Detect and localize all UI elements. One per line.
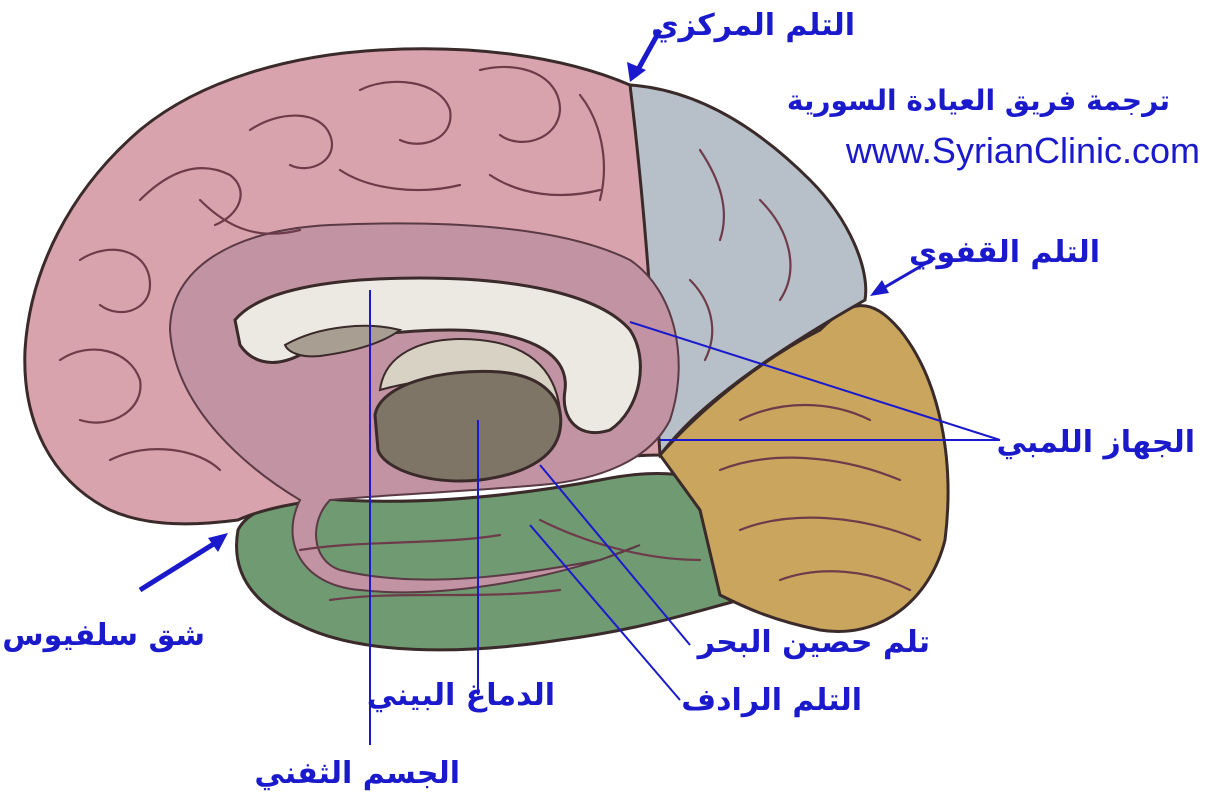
credit-url: www.SyrianClinic.com	[845, 130, 1200, 171]
diencephalon-shape	[375, 371, 561, 481]
label-central-lobe: التلم المركزي	[651, 8, 855, 43]
label-corpus-callosum: الجسم الثفني	[254, 756, 460, 791]
label-collateral-sulcus: التلم الرادف	[681, 683, 862, 718]
label-limbic-system: الجهاز اللمبي	[997, 425, 1195, 460]
label-diencephalon: الدماغ البيني	[367, 678, 555, 713]
label-hippocampal-sulcus: تلم حصين البحر	[696, 625, 930, 660]
credit-team: ترجمة فريق العيادة السورية	[787, 84, 1170, 117]
label-occipital-sulcus: التلم القفوي	[909, 235, 1100, 270]
label-sylvian-fissure: شق سلفيوس	[2, 618, 205, 653]
